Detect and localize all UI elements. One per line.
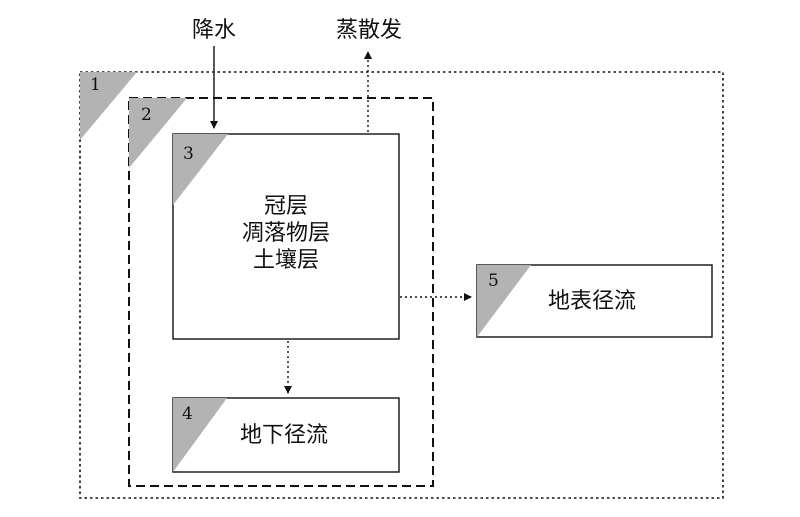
- litter-layer-label: 凋落物层: [241, 221, 330, 246]
- region-3-box: [172, 133, 400, 340]
- region-1-corner-marker: [80, 72, 137, 140]
- region-2-corner-marker: [129, 98, 187, 168]
- evapotranspiration-label: 蒸散发: [336, 18, 403, 43]
- canopy-layer-label: 冠层: [263, 194, 308, 219]
- region-5-number: 5: [488, 271, 499, 291]
- subsurface-runoff-label: 地下径流: [240, 423, 329, 448]
- region-4-number: 4: [182, 404, 193, 424]
- region-4-corner-marker: [173, 398, 227, 472]
- region-2-number: 2: [141, 105, 152, 125]
- region-2-border: [128, 97, 434, 487]
- region-3-layers: 冠层 凋落物层 土壤层: [173, 193, 399, 274]
- soil-layer-label: 土壤层: [252, 248, 319, 273]
- region-3-number: 3: [183, 144, 194, 164]
- surface-runoff-label: 地表径流: [548, 289, 637, 314]
- region-1-border: [79, 71, 724, 499]
- region-3-corner-marker: [173, 134, 228, 205]
- region-5-corner-marker: [477, 265, 531, 337]
- region-1-number: 1: [90, 75, 101, 95]
- precipitation-label: 降水: [192, 18, 237, 43]
